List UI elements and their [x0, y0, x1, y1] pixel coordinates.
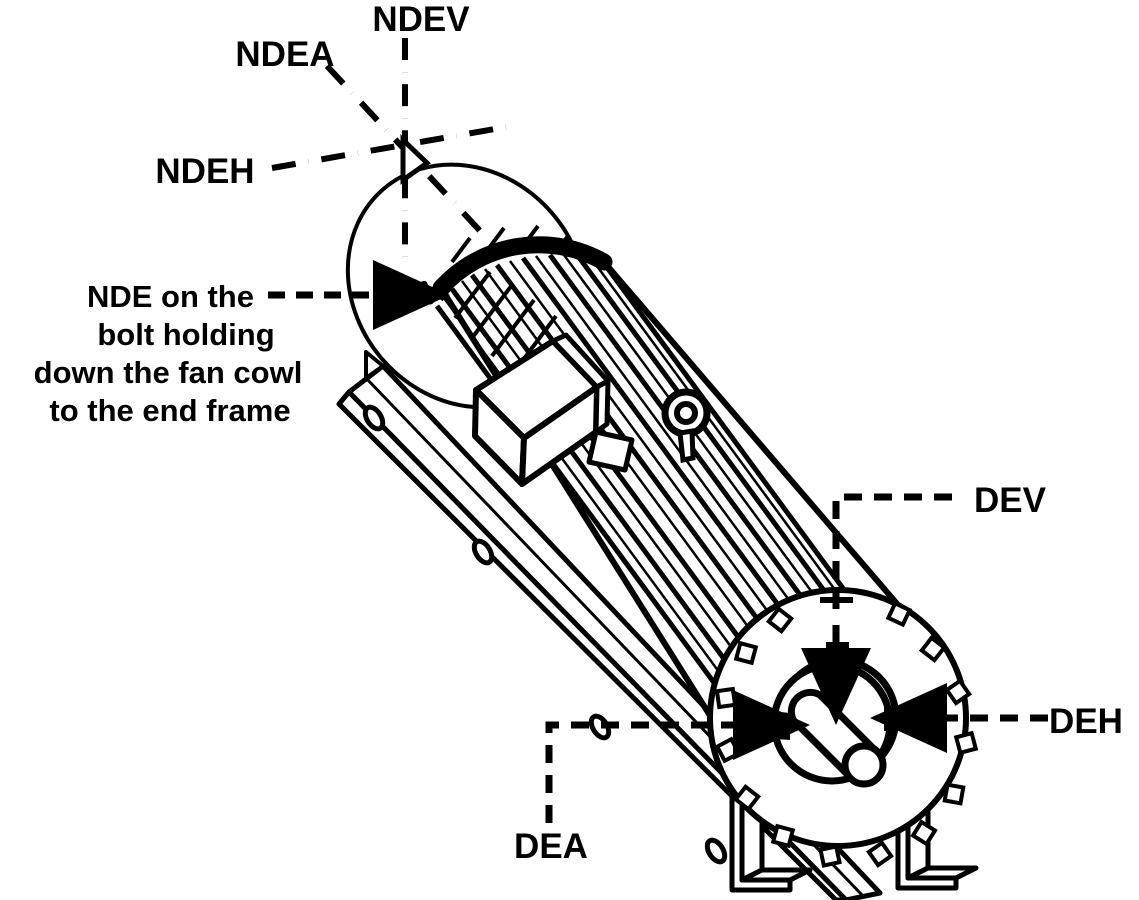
- lifting-eye: [661, 388, 711, 463]
- label-deh: DEH: [1049, 702, 1123, 741]
- label-dev: DEV: [974, 481, 1047, 520]
- label-ndeh: NDEH: [155, 152, 254, 191]
- label-dea: DEA: [514, 827, 588, 866]
- nde-note-line4: to the end frame: [49, 393, 290, 428]
- leader-dev: [801, 493, 952, 725]
- leader-deh: [870, 683, 1048, 753]
- nde-note-line1: NDE on the: [87, 279, 254, 314]
- nde-note-line3: down the fan cowl: [34, 355, 303, 390]
- leader-ndeh: [271, 123, 513, 171]
- leader-dea: [545, 690, 810, 823]
- label-ndea: NDEA: [235, 35, 334, 74]
- label-ndev: NDEV: [372, 0, 470, 39]
- nde-convergence-tick: [400, 134, 431, 185]
- motor-assembly: [336, 162, 979, 900]
- nde-note-block: NDE on the bolt holding down the fan cow…: [34, 279, 303, 428]
- nde-note-line2: bolt holding: [97, 317, 274, 352]
- terminal-box: [472, 332, 635, 487]
